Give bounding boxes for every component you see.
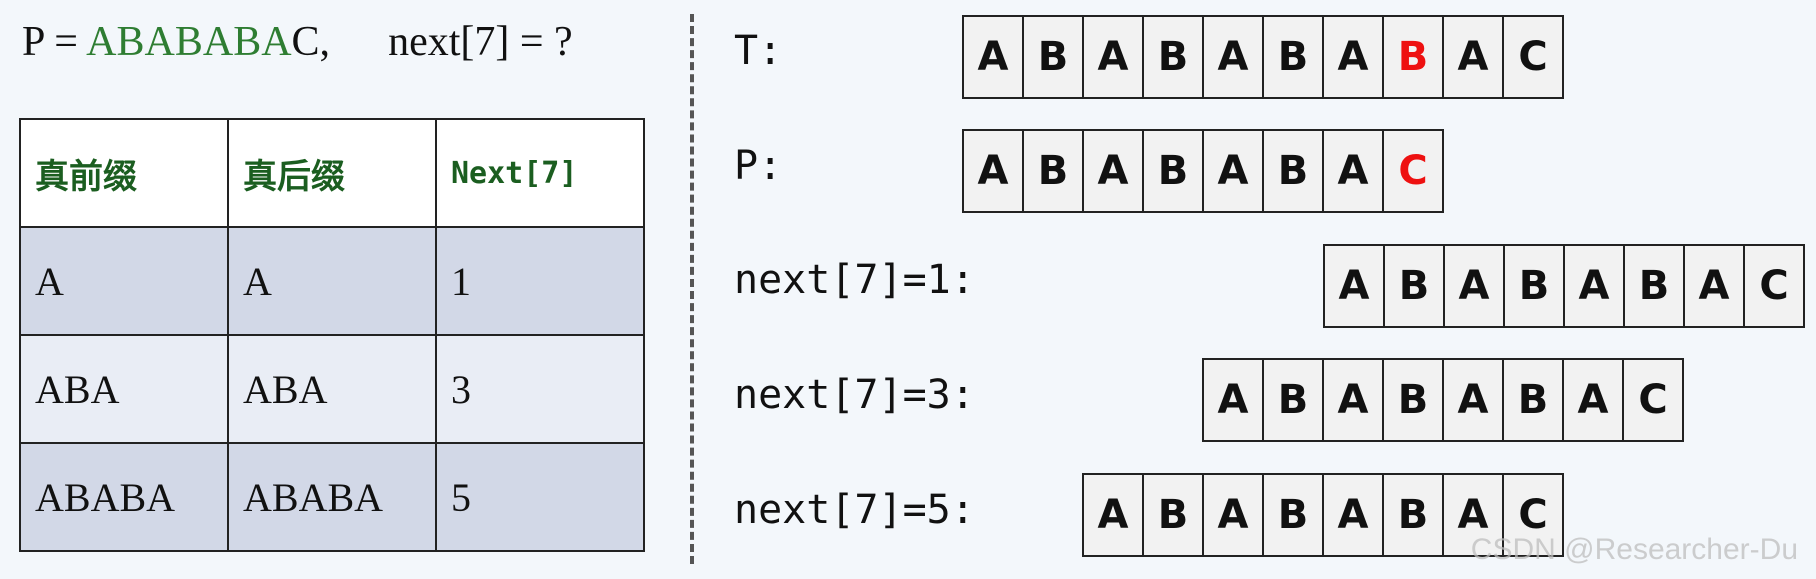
pattern-title: P = ABABABAC, next[7] = ? [22,18,573,66]
letter-cell: A [1444,17,1504,97]
letter-cell: B [1144,17,1204,97]
header-proper-suffix: 真后缀 [227,118,437,228]
letter-cell: B [1384,17,1444,97]
table-cell: ABA [227,334,437,444]
letter-cell: A [1564,360,1624,440]
pattern-green-part: ABABABA [86,19,292,65]
letter-cell: B [1384,360,1444,440]
table-cell: A [19,226,229,336]
table-row: ABA ABA 3 [19,334,645,444]
letter-cell: A [1204,360,1264,440]
letter-cell: C [1384,131,1444,211]
letter-cell: A [1084,17,1144,97]
letter-cell: B [1264,131,1324,211]
letter-cell: A [964,131,1024,211]
table-cell: A [227,226,437,336]
letter-cell: A [1445,246,1505,326]
letter-cell: A [1204,475,1264,555]
letter-cell: B [1385,246,1445,326]
header-next: Next[7] [435,118,645,228]
letter-cell: A [1084,131,1144,211]
letter-cell: A [1325,246,1385,326]
letter-cell: A [1685,246,1745,326]
letter-cell: C [1745,246,1805,326]
shift-5-label: next[7]=5: [734,487,975,533]
letter-cell: A [1324,360,1384,440]
letter-cell: A [1444,360,1504,440]
table-row: ABABA ABABA 5 [19,442,645,552]
letter-cell: A [1444,475,1504,555]
letter-cell: A [1204,17,1264,97]
letter-cell: B [1384,475,1444,555]
dashed-divider [690,14,694,564]
shift-1-label: next[7]=1: [734,257,975,303]
table-cell: 5 [435,442,645,552]
letter-cell: B [1505,246,1565,326]
pattern-prefix: P = [22,19,87,65]
letter-cell: A [1204,131,1264,211]
letter-cell: B [1144,475,1204,555]
pattern-label: P: [734,143,783,189]
table-header-row: 真前缀 真后缀 Next[7] [19,118,645,228]
letter-cell: A [1084,475,1144,555]
pattern-tail: C, [291,19,331,65]
shift-3-label: next[7]=3: [734,372,975,418]
header-proper-prefix: 真前缀 [19,118,229,228]
letter-cell: A [1324,475,1384,555]
letter-cell: C [1504,17,1564,97]
table-cell: ABABA [19,442,229,552]
letter-cell: B [1625,246,1685,326]
letter-cell: B [1024,131,1084,211]
letter-cell: A [1324,17,1384,97]
letter-cell: C [1504,475,1564,555]
letter-cell: A [1324,131,1384,211]
table-cell: ABABA [227,442,437,552]
letter-cell: B [1264,475,1324,555]
table-cell: ABA [19,334,229,444]
table-row: A A 1 [19,226,645,336]
table-cell: 1 [435,226,645,336]
letter-cell: B [1264,17,1324,97]
letter-cell: B [1144,131,1204,211]
letter-cell: B [1264,360,1324,440]
letter-cell: B [1024,17,1084,97]
prefix-suffix-table: 真前缀 真后缀 Next[7] A A 1 ABA ABA 3 ABABA AB… [19,118,645,552]
letter-cell: A [1565,246,1625,326]
watermark: CSDN @Researcher-Du [1470,533,1798,566]
letter-cell: A [964,17,1024,97]
text-label: T: [734,28,783,74]
letter-cell: C [1624,360,1684,440]
table-cell: 3 [435,334,645,444]
letter-cell: B [1504,360,1564,440]
question-text: next[7] = ? [388,19,573,65]
